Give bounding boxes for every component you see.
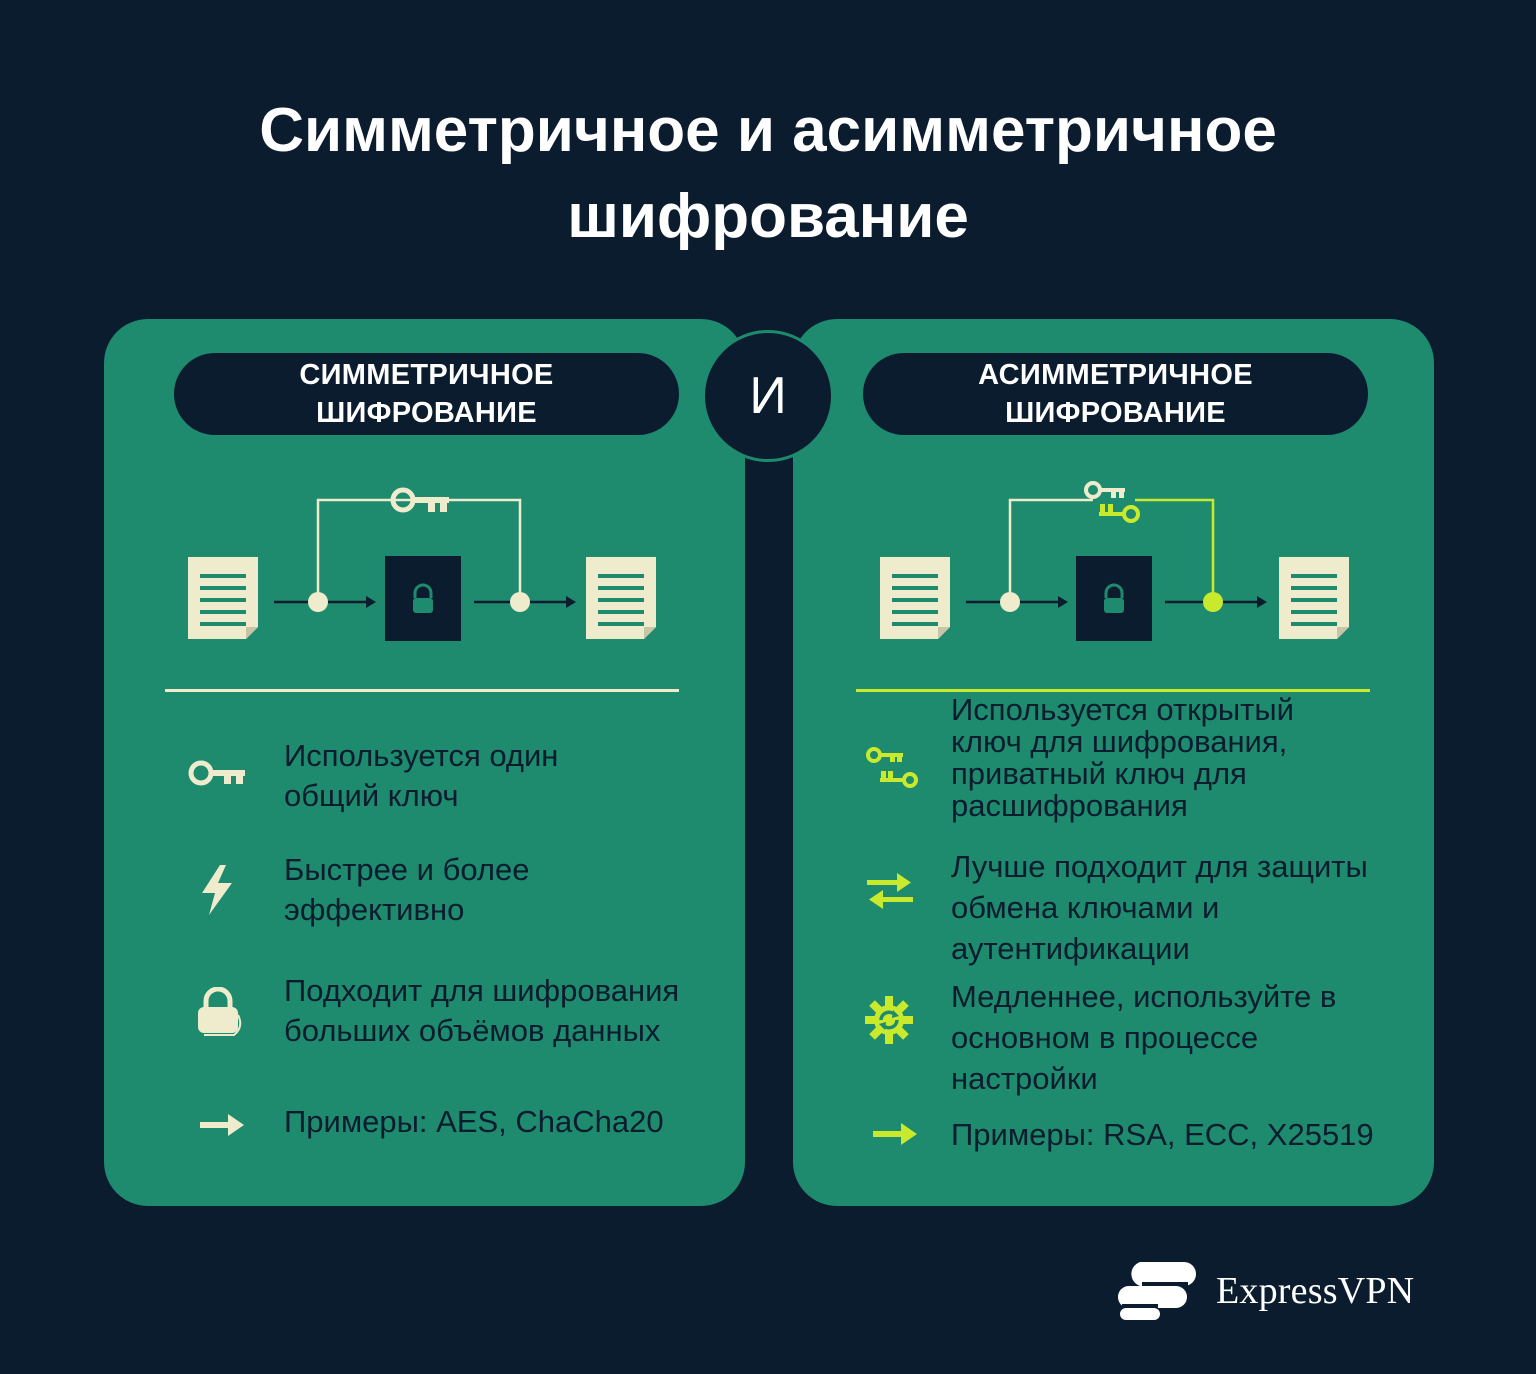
public-key-encrypt-node <box>1000 592 1020 612</box>
ciphertext-block <box>385 556 461 641</box>
feature-line: ключ для шифрования, <box>951 724 1288 759</box>
feature-line: аутентификации <box>951 931 1190 966</box>
asymmetric-heading: АСИММЕТРИЧНОЕ ШИФРОВАНИЕ <box>863 353 1368 435</box>
symmetric-encrypt-node <box>308 592 328 612</box>
expressvpn-logo-icon <box>1118 1262 1196 1320</box>
feature-line: Медленнее, используйте в <box>951 979 1337 1014</box>
page-title-line1: Симметричное и асимметричное <box>259 96 1277 165</box>
feature-line: приватный ключ для <box>951 756 1247 791</box>
feature-line: настройки <box>951 1061 1098 1096</box>
key-pair-icon <box>1084 481 1140 523</box>
feature-line: Используется открытый <box>951 692 1294 727</box>
feature-line: расшифрования <box>951 788 1188 823</box>
symmetric-feature-4: Примеры: AES, ChaCha20 <box>284 1102 664 1142</box>
page-title-line2: шифрование <box>567 182 969 251</box>
feature-line: Примеры: AES, ChaCha20 <box>284 1104 664 1139</box>
asymmetric-divider <box>856 689 1370 692</box>
decrypted-document-icon <box>1279 557 1349 639</box>
ciphertext-block <box>1076 556 1152 641</box>
asymmetric-encryption-diagram <box>880 481 1349 641</box>
feature-line: общий ключ <box>284 778 459 813</box>
symmetric-feature-3: Подходит для шифрования больших объёмов … <box>284 971 679 1051</box>
page-title: Симметричное и асимметричное шифрование <box>0 88 1536 260</box>
asymmetric-heading-line1: АСИММЕТРИЧНОЕ <box>978 359 1253 391</box>
symmetric-panel: СИММЕТРИЧНОЕ ШИФРОВАНИЕ <box>104 319 745 1206</box>
expressvpn-logo: ExpressVPN <box>1118 1262 1414 1320</box>
feature-line: Используется один <box>284 738 559 773</box>
public-key-route-line <box>1008 498 1093 602</box>
asymmetric-heading-line2: ШИФРОВАНИЕ <box>1005 397 1226 429</box>
and-connector-label: И <box>749 367 787 425</box>
feature-line: основном в процессе <box>951 1020 1259 1055</box>
feature-line: Быстрее и более <box>284 852 530 887</box>
key-pair-icon <box>866 747 918 788</box>
feature-line: Лучше подходит для защиты <box>951 849 1368 884</box>
symmetric-feature-2: Быстрее и более эффективно <box>284 850 529 930</box>
asymmetric-feature-1: Используется открытый ключ для шифровани… <box>951 694 1294 822</box>
feature-line: Подходит для шифрования <box>284 973 680 1008</box>
symmetric-divider <box>165 689 679 692</box>
lightning-icon <box>202 865 232 915</box>
lock-icon <box>198 987 242 1036</box>
expressvpn-logo-text: ExpressVPN <box>1216 1270 1415 1312</box>
decrypted-document-icon <box>586 557 656 639</box>
feature-line: обмена ключами и <box>951 890 1220 925</box>
plaintext-document-icon <box>188 557 258 639</box>
arrow-right-icon <box>200 1114 244 1136</box>
symmetric-feature-1: Используется один общий ключ <box>284 736 558 816</box>
private-key-route-line <box>1135 498 1215 602</box>
private-key-decrypt-node <box>1203 592 1223 612</box>
symmetric-heading: СИММЕТРИЧНОЕ ШИФРОВАНИЕ <box>174 353 679 435</box>
and-connector: И <box>702 330 834 462</box>
symmetric-key-icon <box>390 487 449 513</box>
exchange-arrows-icon <box>867 873 913 909</box>
symmetric-encryption-diagram <box>188 487 656 641</box>
gear-refresh-icon <box>865 996 913 1044</box>
symmetric-heading-line2: ШИФРОВАНИЕ <box>316 397 537 429</box>
feature-line: Примеры: RSA, ECC, X25519 <box>951 1117 1374 1152</box>
asymmetric-feature-3: Медленнее, используйте в основном в проц… <box>951 976 1336 1099</box>
symmetric-heading-line1: СИММЕТРИЧНОЕ <box>299 359 554 391</box>
feature-line: больших объёмов данных <box>284 1013 661 1048</box>
feature-line: эффективно <box>284 892 465 927</box>
asymmetric-feature-4: Примеры: RSA, ECC, X25519 <box>951 1115 1374 1155</box>
key-icon <box>188 760 245 786</box>
arrow-right-icon <box>873 1123 917 1145</box>
asymmetric-feature-2: Лучше подходит для защиты обмена ключами… <box>951 846 1368 969</box>
asymmetric-panel: АСИММЕТРИЧНОЕ ШИФРОВАНИЕ <box>793 319 1434 1206</box>
symmetric-decrypt-node <box>510 592 530 612</box>
plaintext-document-icon <box>880 557 950 639</box>
